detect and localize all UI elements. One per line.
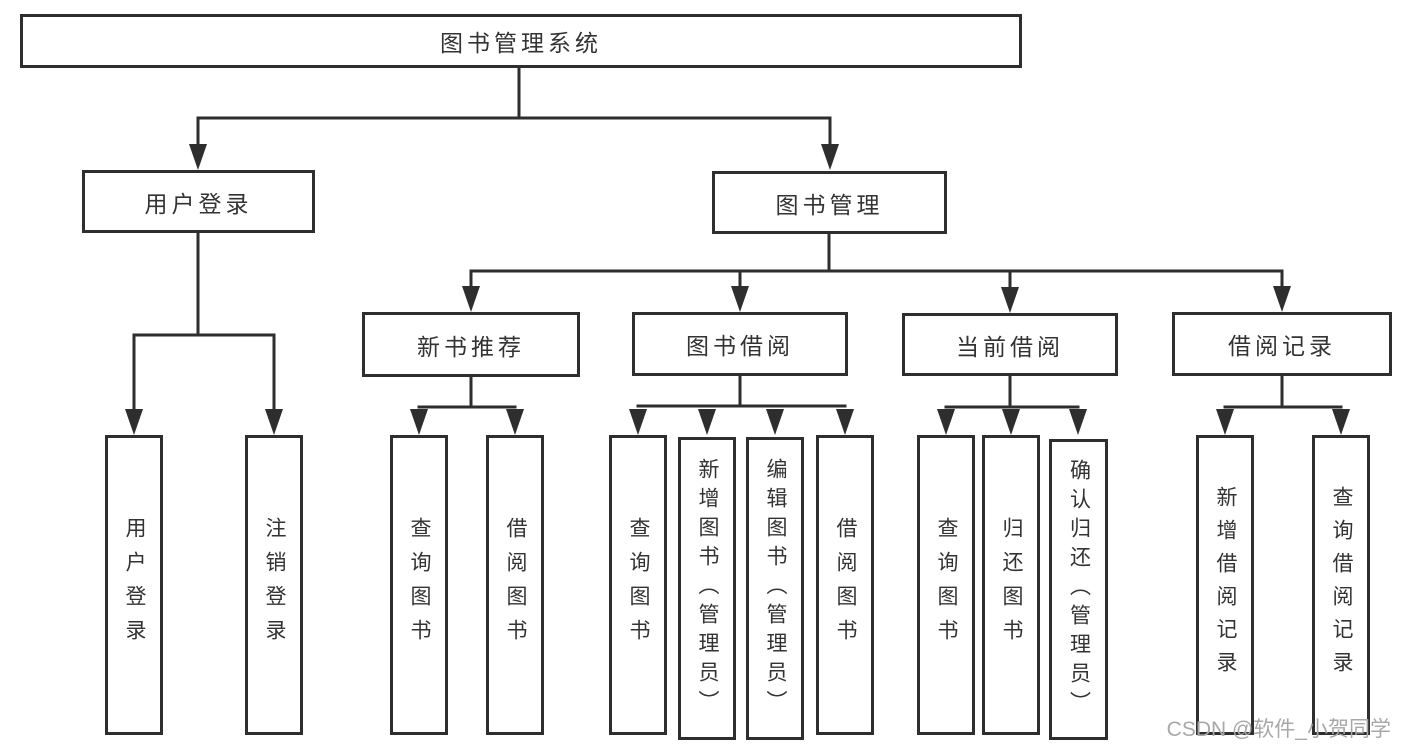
- node-current-return-books-label: 归还图书: [1000, 517, 1023, 653]
- node-borrow-add-books-admin: 新增图书（管理员）: [678, 437, 736, 740]
- node-user-login-action-label: 用户登录: [123, 517, 146, 653]
- node-current-borrow: 当前借阅: [902, 313, 1118, 376]
- node-records-add-borrow-record: 新增借阅记录: [1196, 435, 1254, 735]
- node-borrow-query-books-label: 查询图书: [627, 517, 650, 653]
- node-records-query-borrow-record: 查询借阅记录: [1312, 435, 1370, 735]
- node-book-borrow: 图书借阅: [632, 312, 848, 376]
- node-records-query-borrow-record-label: 查询借阅记录: [1330, 486, 1353, 684]
- node-current-query-books: 查询图书: [917, 435, 975, 735]
- node-borrow-edit-books-admin: 编辑图书（管理员）: [746, 437, 804, 740]
- node-current-query-books-label: 查询图书: [935, 517, 958, 653]
- node-recommend-query-books-label: 查询图书: [408, 517, 431, 653]
- node-user-login-label: 用户登录: [144, 190, 253, 217]
- connector-segments: [132, 66, 1343, 413]
- node-book-management-label: 图书管理: [775, 191, 884, 218]
- node-borrow-borrow-books: 借阅图书: [816, 435, 874, 735]
- node-current-confirm-return-admin: 确认归还（管理员）: [1049, 439, 1108, 740]
- node-recommend-borrow-books: 借阅图书: [486, 435, 544, 735]
- node-borrow-borrow-books-label: 借阅图书: [834, 517, 857, 653]
- node-new-book-recommend-label: 新书推荐: [417, 333, 525, 360]
- arrowheads: [125, 144, 1350, 435]
- node-borrow-add-books-admin-label: 新增图书（管理员）: [696, 458, 719, 719]
- node-logout-action-label: 注销登录: [263, 517, 286, 653]
- node-new-book-recommend: 新书推荐: [362, 312, 580, 377]
- node-book-borrow-label: 图书借阅: [686, 333, 794, 359]
- node-borrow-query-books: 查询图书: [609, 435, 667, 735]
- node-current-borrow-label: 当前借阅: [956, 333, 1064, 360]
- node-recommend-query-books: 查询图书: [390, 435, 448, 735]
- node-user-login: 用户登录: [82, 170, 315, 233]
- node-root: 图书管理系统: [20, 14, 1022, 68]
- node-current-return-books: 归还图书: [982, 435, 1040, 735]
- node-borrow-edit-books-admin-label: 编辑图书（管理员）: [764, 458, 787, 719]
- node-logout-action: 注销登录: [245, 435, 303, 735]
- watermark-text: CSDN @软件_小贺同学: [1166, 718, 1391, 741]
- node-recommend-borrow-books-label: 借阅图书: [504, 517, 527, 653]
- node-borrow-records: 借阅记录: [1172, 312, 1392, 376]
- node-user-login-action: 用户登录: [105, 435, 163, 735]
- node-borrow-records-label: 借阅记录: [1228, 333, 1336, 359]
- node-records-add-borrow-record-label: 新增借阅记录: [1214, 486, 1237, 684]
- node-book-management: 图书管理: [712, 171, 947, 234]
- node-root-label: 图书管理系统: [440, 30, 602, 56]
- node-current-confirm-return-admin-label: 确认归还（管理员）: [1067, 459, 1091, 720]
